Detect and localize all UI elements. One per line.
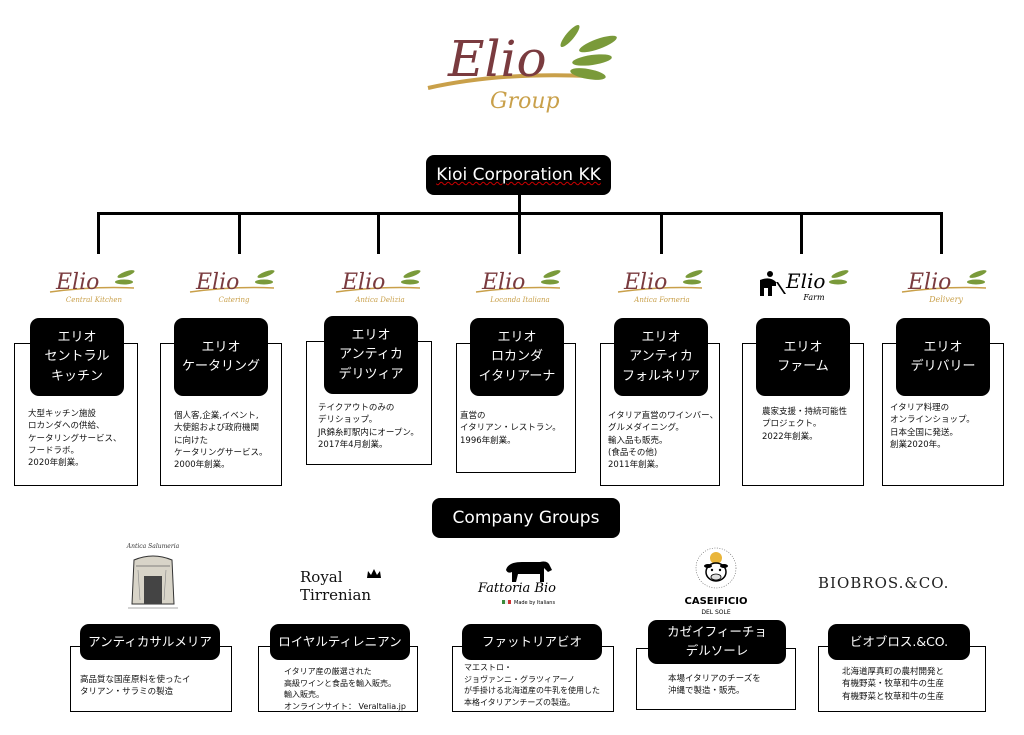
biobros-logo: BIOBROS.&CO. (818, 574, 950, 592)
subsidiary-description: イタリア料理の オンラインショップ。 日本全国に発送。 創業2020年。 (890, 403, 975, 450)
company-groups-label: Company Groups (432, 498, 620, 538)
royal-tirrenian-wordmark: Royal Tirrenian (300, 568, 372, 604)
elio-catering-logo: Elio Catering (189, 270, 275, 304)
caseificio-del-sole-logo: CASEIFICIO DEL SOLE (685, 547, 748, 616)
elio-central-kitchen-logo: Elio Central Kitchen (49, 270, 135, 304)
connector-drop (238, 212, 241, 254)
subsidiary-description: イタリア直営のワインバー、 グルメダイニング。 輸入品も販売。 (食品その他) … (608, 411, 719, 471)
svg-text:Elio: Elio (907, 270, 951, 295)
svg-text:Antica Forneria: Antica Forneria (633, 296, 689, 304)
fattoria-bio-logo: Fattoria Bio Made by Italians (477, 561, 556, 606)
subsidiary-title: エリオ アンティカ デリツィア (324, 316, 418, 394)
company-group-title: カゼイフィーチョ デルソーレ (648, 620, 786, 664)
company-group-description: イタリア産の厳選された 高級ワインと食品を輸入販売。 輸入販売。 オンラインサイ… (284, 667, 406, 711)
connector-vertical-main (518, 195, 521, 213)
svg-text:CASEIFICIO: CASEIFICIO (685, 596, 748, 607)
elio-delivery-logo: Elio Delivery (901, 270, 987, 304)
company-group-description: マエストロ・ ジョヴァンニ・グラツィアーノ が手掛ける北海道産の牛乳を使用した … (464, 663, 600, 707)
connector-drop (660, 212, 663, 254)
connector-drop (800, 212, 803, 254)
parent-company-label: Kioi Corporation KK (426, 155, 611, 195)
connector-drop (940, 212, 943, 254)
svg-text:Elio: Elio (481, 270, 525, 295)
subsidiary-title: エリオ アンティカ フォルネリア (614, 318, 708, 396)
svg-text:Fattoria Bio: Fattoria Bio (477, 581, 556, 596)
crown-icon (367, 569, 381, 578)
svg-text:Group: Group (490, 89, 560, 114)
svg-text:Farm: Farm (802, 293, 825, 302)
elio-farm-logo: Elio Farm (760, 269, 849, 302)
svg-text:Elio: Elio (447, 30, 547, 88)
subsidiary-title: エリオ ロカンダ イタリアーナ (470, 318, 564, 396)
connector-drop (97, 212, 100, 254)
subsidiary-description: 大型キッチン施設 ロカンダへの供給、 ケータリングサービス、 フードラボ。 20… (28, 409, 122, 469)
svg-text:Central Kitchen: Central Kitchen (66, 296, 123, 304)
svg-text:Elio: Elio (623, 270, 667, 295)
elio-group-logo: Elio Group (427, 24, 617, 114)
royal-tirrenian-logo: Royal Tirrenian (300, 568, 410, 610)
svg-text:Elio: Elio (195, 270, 239, 295)
svg-text:Elio: Elio (341, 270, 385, 295)
svg-text:Catering: Catering (218, 296, 250, 304)
svg-text:Made by Italians: Made by Italians (514, 600, 555, 606)
svg-text:Antica Delizia: Antica Delizia (354, 296, 404, 304)
subsidiary-description: 個人客,企業,イベント, 大使館および政府機関 に向けた ケータリングサービス。… (174, 411, 268, 471)
subsidiary-title: エリオ ファーム (756, 318, 850, 396)
subsidiary-description: 直営の イタリアン・レストラン。 1996年創業。 (460, 411, 561, 446)
elio-antica-forneria-logo: Elio Antica Forneria (617, 270, 703, 304)
subsidiary-title: エリオ デリバリー (896, 318, 990, 396)
company-group-title: アンティカサルメリア (80, 624, 220, 660)
connector-drop (377, 212, 380, 254)
company-group-title: ロイヤルティレニアン (270, 624, 410, 660)
antica-salumeria-logo: Antica Salumeria (126, 543, 180, 609)
elio-antica-delizia-logo: Elio Antica Delizia (335, 270, 421, 304)
svg-text:Locanda Italiana: Locanda Italiana (489, 296, 549, 304)
company-group-title: ファットリアビオ (462, 624, 602, 660)
company-group-title: ビオブロス.&CO. (828, 624, 970, 660)
company-group-description: 北海道厚真町の農村開発と 有機野菜・牧草和牛の生産 有機野菜と牧草和牛の生産 (842, 667, 945, 702)
subsidiary-title: エリオ ケータリング (174, 318, 268, 396)
svg-text:Elio: Elio (785, 269, 825, 293)
elio-locanda-italiana-logo: Elio Locanda Italiana (475, 270, 561, 304)
subsidiary-title: エリオ セントラル キッチン (30, 318, 124, 396)
subsidiary-description: テイクアウトのみの デリショップ。 JR錦糸町駅内にオープン。 2017年4月創… (318, 403, 419, 450)
company-group-description: 本場イタリアのチーズを 沖縄で製造・販売。 (668, 674, 761, 697)
svg-text:Elio: Elio (55, 270, 99, 295)
svg-text:Antica Salumeria: Antica Salumeria (126, 543, 180, 550)
svg-text:Delivery: Delivery (928, 295, 963, 304)
svg-text:DEL SOLE: DEL SOLE (701, 609, 731, 616)
company-group-description: 高品質な国産原料を使ったイ タリアン・サラミの製造 (80, 675, 191, 698)
subsidiary-description: 農家支援・持続可能性 プロジェクト。 2022年創業。 (762, 407, 848, 442)
connector-drop (518, 212, 521, 254)
